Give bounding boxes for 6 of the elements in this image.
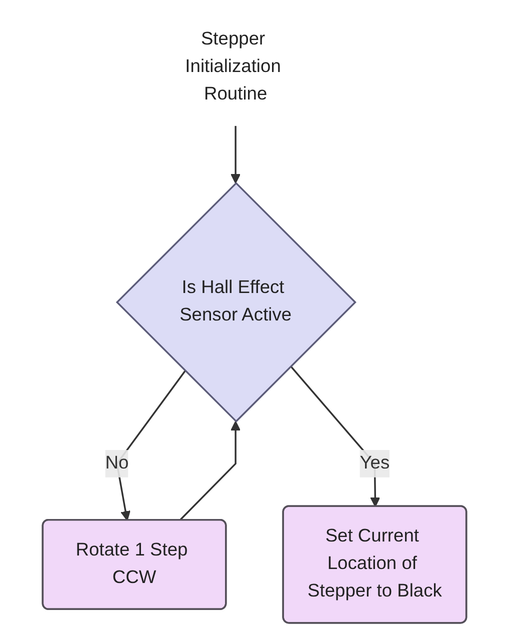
arrow [230, 126, 241, 184]
edge-label: Yes [360, 453, 390, 473]
node-text: Stepper Initialization Routine [185, 30, 281, 104]
edge-label: No [105, 453, 129, 473]
node-diamond: Is Hall Effect Sensor Active [116, 182, 356, 423]
arrow [179, 420, 241, 521]
